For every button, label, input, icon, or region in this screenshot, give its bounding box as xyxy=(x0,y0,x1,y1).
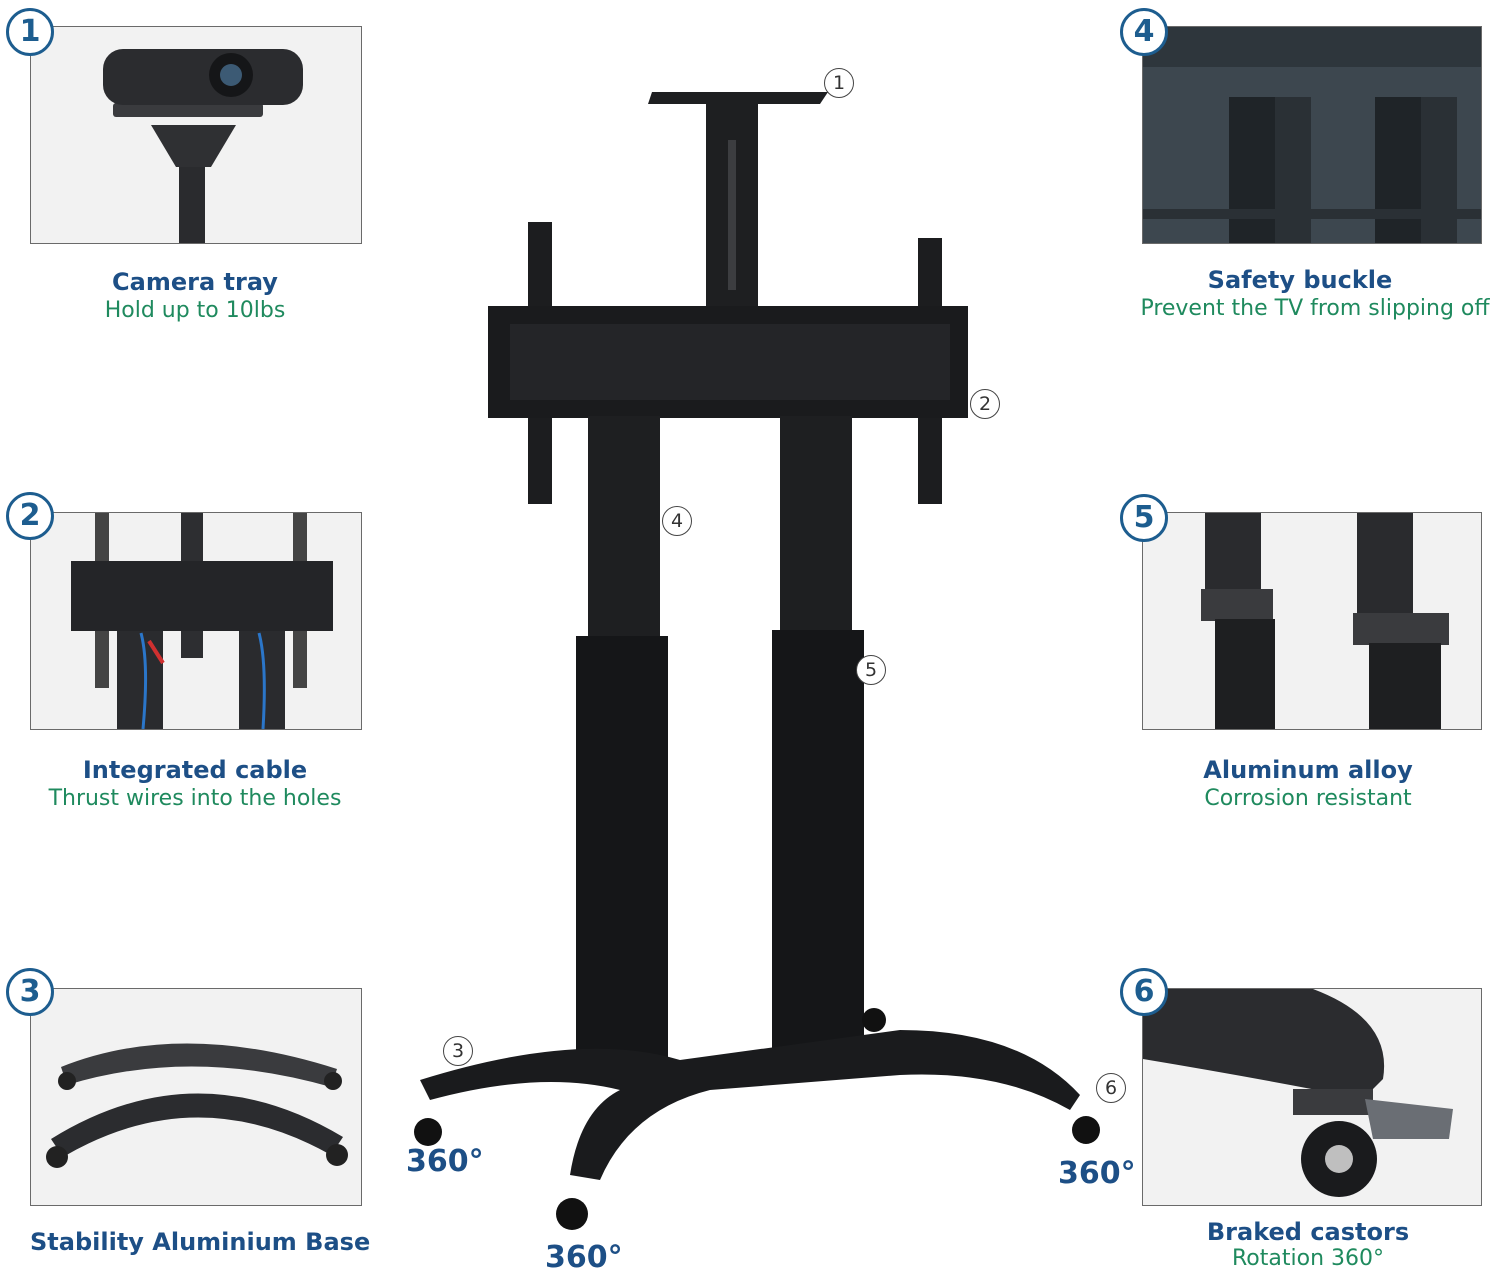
rotation-label: 360° xyxy=(545,1240,623,1275)
safety-buckle-photo xyxy=(1142,26,1482,244)
stability-base-photo xyxy=(30,988,362,1206)
marker-5: 5 xyxy=(856,655,886,685)
camera-tray-photo xyxy=(30,26,362,244)
aluminum-alloy-photo xyxy=(1142,512,1482,730)
safety-buckle-title: Safety buckle xyxy=(1207,266,1393,294)
callout-number-badge: 2 xyxy=(6,492,54,540)
callout-number-badge: 4 xyxy=(1120,8,1168,56)
aluminum-alloy-title: Aluminum alloy xyxy=(1203,756,1413,784)
callout-number-badge: 1 xyxy=(6,8,54,56)
camera-tray-title: Camera tray xyxy=(112,268,278,296)
safety-buckle-subtitle: Prevent the TV from slipping off xyxy=(1140,296,1490,321)
braked-castors-title: Braked castors xyxy=(1206,1218,1410,1246)
callout-number-badge: 3 xyxy=(6,968,54,1016)
integrated-cable-subtitle: Thrust wires into the holes xyxy=(48,786,342,811)
braked-castors-subtitle: Rotation 360° xyxy=(1232,1246,1384,1271)
integrated-cable-title: Integrated cable xyxy=(82,756,308,784)
marker-6: 6 xyxy=(1096,1073,1126,1103)
aluminum-alloy-subtitle: Corrosion resistant xyxy=(1204,786,1412,811)
braked-castors-photo xyxy=(1142,988,1482,1206)
camera-tray-subtitle: Hold up to 10lbs xyxy=(104,298,286,323)
marker-1: 1 xyxy=(824,68,854,98)
marker-2: 2 xyxy=(970,389,1000,419)
rotation-label: 360° xyxy=(1058,1156,1136,1191)
marker-4: 4 xyxy=(662,506,692,536)
rotation-label: 360° xyxy=(406,1144,484,1179)
callout-number-badge: 5 xyxy=(1120,494,1168,542)
marker-3: 3 xyxy=(443,1036,473,1066)
callout-number-badge: 6 xyxy=(1120,968,1168,1016)
integrated-cable-photo xyxy=(30,512,362,730)
stability-base-title: Stability Aluminium Base xyxy=(30,1228,371,1256)
tv-stand-illustration xyxy=(380,70,1140,1270)
